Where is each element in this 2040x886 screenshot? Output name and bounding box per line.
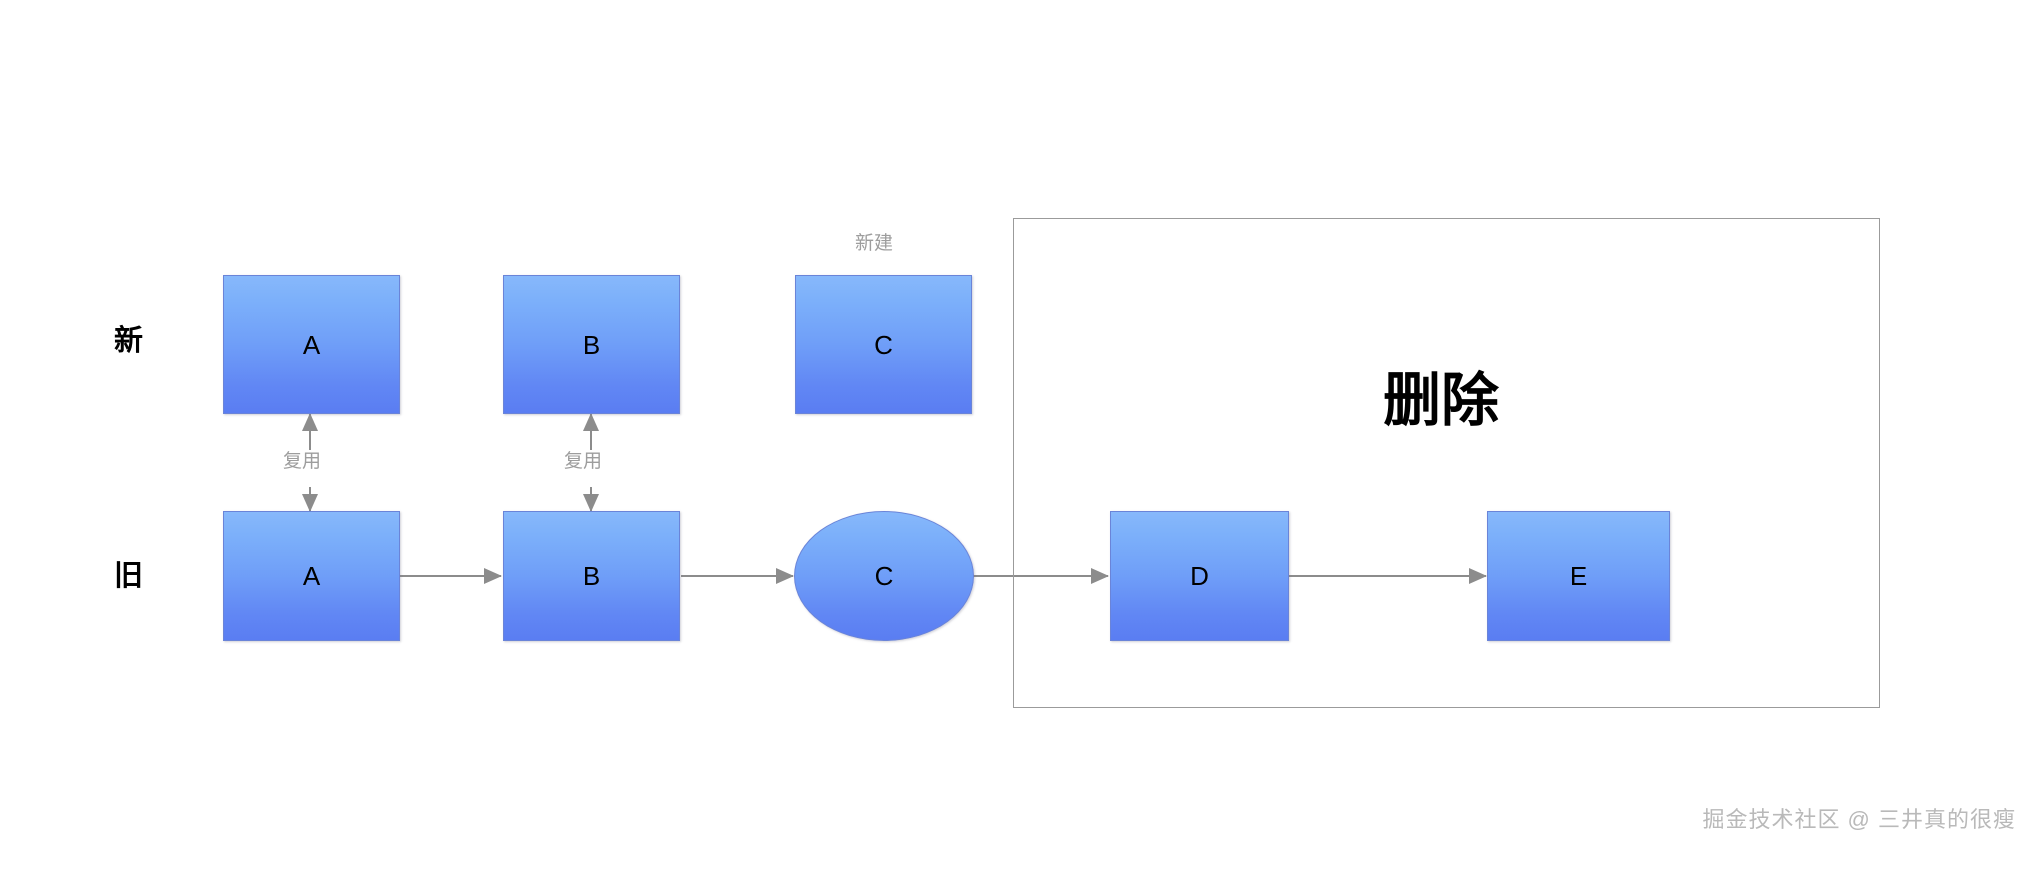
node-old-a-label: A (302, 561, 321, 591)
node-new-a-label: A (302, 329, 321, 360)
node-old-d-label: D (1190, 561, 1209, 591)
annotation-reuse-b: 复用 (564, 451, 603, 472)
annotation-create-c: 新建 (855, 233, 894, 254)
node-old-e[interactable]: E (1487, 511, 1670, 641)
row-label-new: 新 (114, 325, 144, 357)
node-new-a[interactable]: A (223, 275, 400, 414)
delete-group-label: 删除 (1383, 368, 1500, 433)
delete-group-frame[interactable] (1013, 218, 1880, 708)
watermark: 掘金技术社区 @ 三井真的很瘦 (1702, 807, 2016, 832)
node-old-b-label: B (582, 561, 601, 591)
node-old-c[interactable]: C (794, 511, 974, 641)
annotation-reuse-a: 复用 (283, 451, 322, 472)
node-old-b[interactable]: B (503, 511, 680, 641)
node-new-c[interactable]: C (795, 275, 972, 414)
node-old-a[interactable]: A (223, 511, 400, 641)
node-new-b-label: B (582, 329, 601, 360)
node-old-e-label: E (1569, 561, 1588, 591)
node-new-b[interactable]: B (503, 275, 680, 414)
node-new-c-label: C (874, 329, 893, 360)
node-old-c-label: C (874, 561, 894, 591)
node-old-d[interactable]: D (1110, 511, 1289, 641)
row-label-old: 旧 (114, 560, 144, 592)
